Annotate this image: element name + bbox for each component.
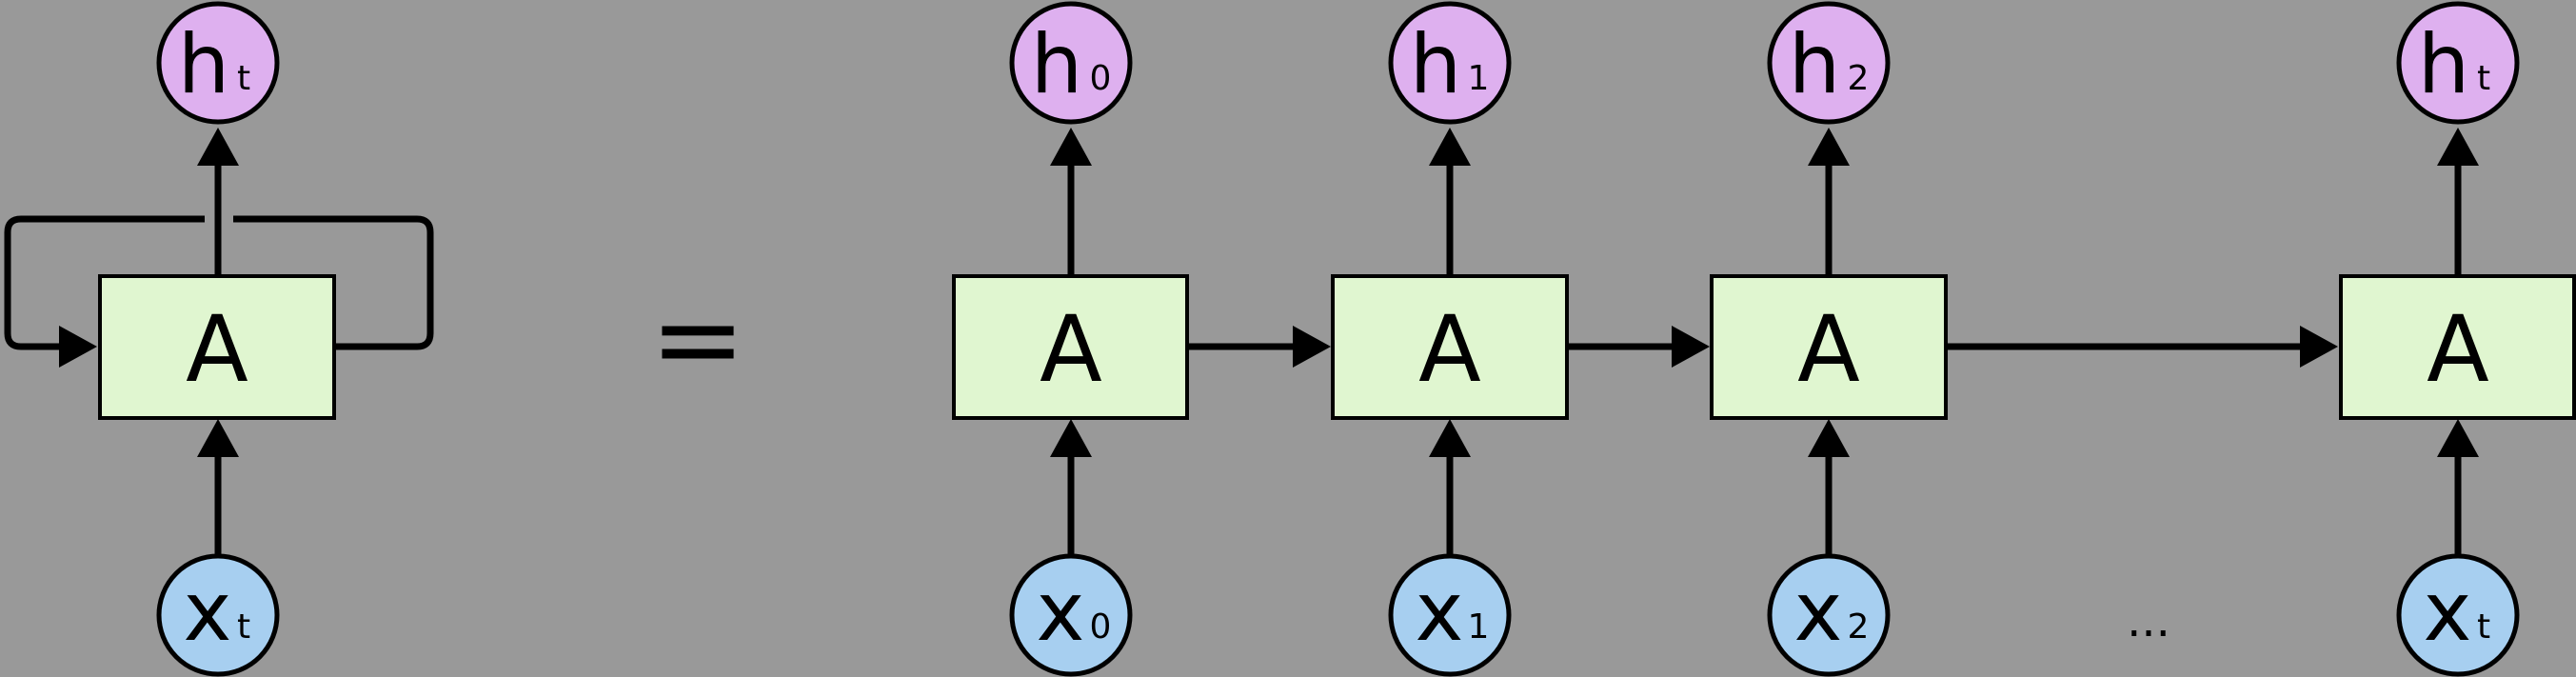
output-arrowhead	[1429, 128, 1471, 166]
output-main: h	[2418, 17, 2470, 112]
timestep-1: A h 1 x 1	[1331, 1, 1569, 677]
rolled-output-arrowhead	[197, 128, 239, 166]
rolled-cell-box	[98, 274, 336, 420]
input-main: x	[1416, 565, 1464, 660]
ellipsis: ...	[2127, 594, 2170, 647]
input-sub: t	[2477, 607, 2490, 647]
input-main: x	[2424, 565, 2472, 660]
recurrent-loop-connector	[4, 215, 205, 350]
loop-arrowhead	[59, 326, 97, 368]
cell-box	[1710, 274, 1948, 420]
recurrent-loop-connector-right	[233, 215, 434, 350]
output-node	[2396, 1, 2520, 125]
output-main: h	[1031, 17, 1083, 112]
unrolled-rnn: ... A h 0 x 0 A h 1 x	[952, 1, 2576, 677]
output-node	[1388, 1, 1512, 125]
timestep-0: A h 0 x 0	[952, 1, 1189, 677]
rolled-input-sub: t	[237, 607, 250, 647]
output-sub: t	[2477, 59, 2490, 98]
rolled-output-main: h	[178, 17, 230, 112]
cell-box	[2339, 274, 2576, 420]
rolled-cell-label: A	[186, 296, 248, 403]
input-arrowhead	[1808, 419, 1850, 457]
output-main: h	[1789, 17, 1841, 112]
cell-box	[1331, 274, 1569, 420]
cell-label: A	[1418, 296, 1481, 403]
input-arrowhead	[1429, 419, 1471, 457]
input-main: x	[1794, 565, 1843, 660]
input-sub: 0	[1090, 607, 1112, 647]
input-sub: 2	[1848, 607, 1870, 647]
output-sub: 2	[1848, 59, 1870, 98]
input-main: x	[1037, 565, 1085, 660]
output-arrowhead	[1050, 128, 1092, 166]
input-node	[1009, 553, 1133, 677]
output-sub: 1	[1468, 59, 1490, 98]
input-node	[2396, 553, 2520, 677]
timestep-2: A h 2 x 2	[1710, 1, 1948, 677]
equals-sign: =	[650, 273, 746, 406]
cell-label: A	[2427, 296, 2489, 403]
input-arrowhead	[2437, 419, 2479, 457]
output-arrowhead	[2437, 128, 2479, 166]
input-arrowhead	[1050, 419, 1092, 457]
rolled-output-node	[156, 1, 280, 125]
cell-box	[952, 274, 1189, 420]
input-sub: 1	[1468, 607, 1490, 647]
rolled-rnn: A h t x t	[4, 1, 434, 677]
rolled-output-sub: t	[237, 59, 250, 98]
connection-0-1-arrowhead	[1293, 326, 1331, 368]
cell-label: A	[1040, 296, 1102, 403]
cell-label: A	[1797, 296, 1860, 403]
connection-1-2-arrowhead	[1672, 326, 1710, 368]
timestep-t: A h t x t	[2339, 1, 2576, 677]
output-node	[1767, 1, 1891, 125]
connection-2-t-arrowhead	[2300, 326, 2338, 368]
rolled-input-arrowhead	[197, 419, 239, 457]
input-node	[1767, 553, 1891, 677]
rolled-input-main: x	[184, 565, 232, 660]
output-node	[1009, 1, 1133, 125]
rolled-input-node	[156, 553, 280, 677]
output-sub: 0	[1090, 59, 1112, 98]
input-node	[1388, 553, 1512, 677]
output-arrowhead	[1808, 128, 1850, 166]
output-main: h	[1410, 17, 1462, 112]
